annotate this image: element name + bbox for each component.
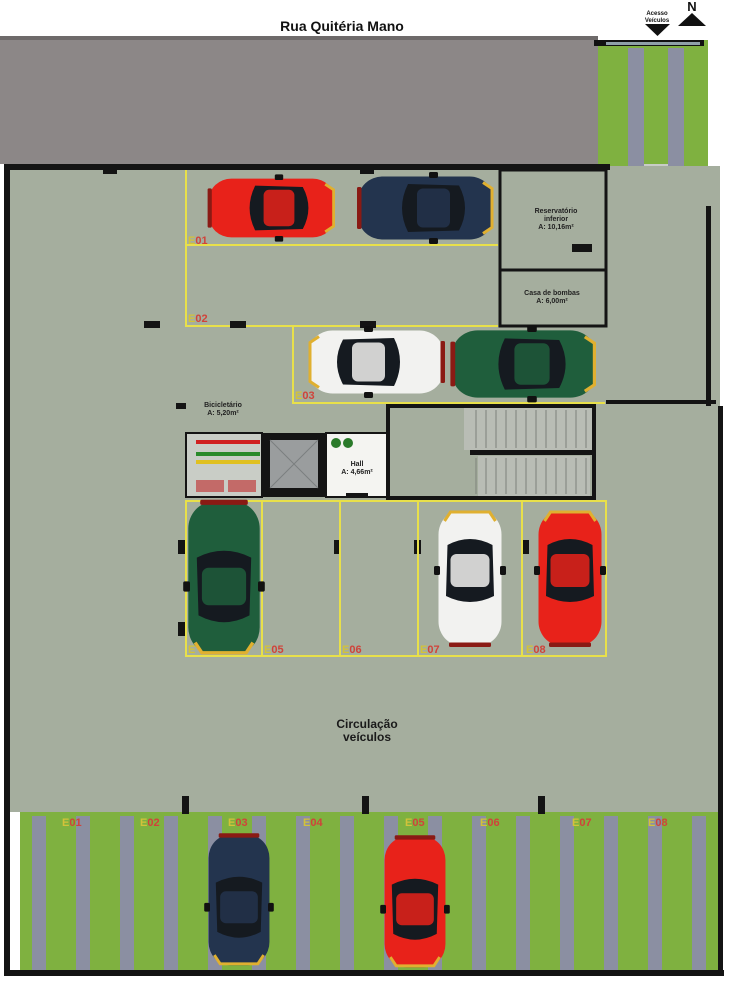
stair-flight-lower [478, 456, 590, 496]
upper-bay-lines [185, 170, 605, 404]
north-arrow-icon [678, 13, 706, 26]
street-name: Rua Quitéria Mano [280, 18, 404, 34]
bike-room-area: A: 5,20m² [207, 410, 239, 417]
spot-code: E03 [228, 817, 248, 829]
bike-room-label: Bicicletário [204, 402, 242, 409]
access-label-2: Veículos [645, 18, 670, 24]
car-navy-icon [355, 170, 495, 246]
wall-left [4, 164, 10, 976]
middle-spot-codes: E E05 E06 E07 E08 [188, 644, 546, 656]
spot-code: E07 [420, 644, 440, 656]
reservoir-label-2: inferior [544, 216, 568, 223]
car-white-icon [307, 324, 447, 400]
car-navy-icon [202, 831, 276, 967]
spot-code: E06 [342, 644, 362, 656]
spot-code: E03 [295, 390, 315, 402]
wall-top [4, 164, 610, 170]
middle-bay-lines [185, 500, 607, 657]
wall-right-lower [718, 406, 723, 976]
lower-spot-codes: E01 E02 E03 E04 E05 E06 E07 E08 [62, 817, 668, 829]
car-red-icon [206, 172, 337, 244]
car-white-icon [432, 509, 508, 649]
bike-racks [196, 440, 260, 492]
reservoir-area: A: 10,16m² [538, 224, 574, 231]
plant-icon [331, 438, 341, 448]
access-label: Acesso [646, 11, 668, 17]
wall-bottom [4, 970, 724, 976]
spot-code: E04 [303, 817, 323, 829]
car-red-icon [532, 509, 608, 649]
pump-room [498, 268, 608, 328]
reservoir-label: Reservatório [535, 208, 578, 215]
spot-code: E08 [648, 817, 668, 829]
hall [325, 432, 389, 498]
spot-code: E02 [140, 817, 160, 829]
spot-code: E05 [264, 644, 284, 656]
sidewalk [0, 40, 598, 164]
wall-right-upper [706, 206, 711, 406]
circulation-label: Circulação [336, 717, 397, 731]
spot-code: E06 [480, 817, 500, 829]
spot-code: E08 [526, 644, 546, 656]
spot-code: E07 [572, 817, 592, 829]
spot-code: E01 [188, 235, 208, 247]
pump-room-label: Casa de bombas [524, 290, 580, 297]
stair-flight-upper [464, 408, 592, 450]
reservoir-room [498, 168, 608, 272]
spot-code: E01 [62, 817, 82, 829]
curb [0, 36, 598, 40]
car-green-icon [181, 498, 267, 657]
car-red-icon [378, 833, 452, 969]
spot-code: E02 [188, 313, 208, 325]
access-arrow-icon [645, 24, 670, 36]
hall-label: Hall [351, 461, 364, 468]
spot-code: E [188, 644, 195, 656]
pump-room-area: A: 6,00m² [536, 298, 568, 305]
spot-code: E05 [405, 817, 425, 829]
circulation-label-2: veículos [343, 730, 391, 744]
north-label: N [687, 0, 696, 14]
hall-area: A: 4,66m² [341, 469, 373, 476]
car-green-icon [448, 324, 598, 404]
plant-icon [343, 438, 353, 448]
